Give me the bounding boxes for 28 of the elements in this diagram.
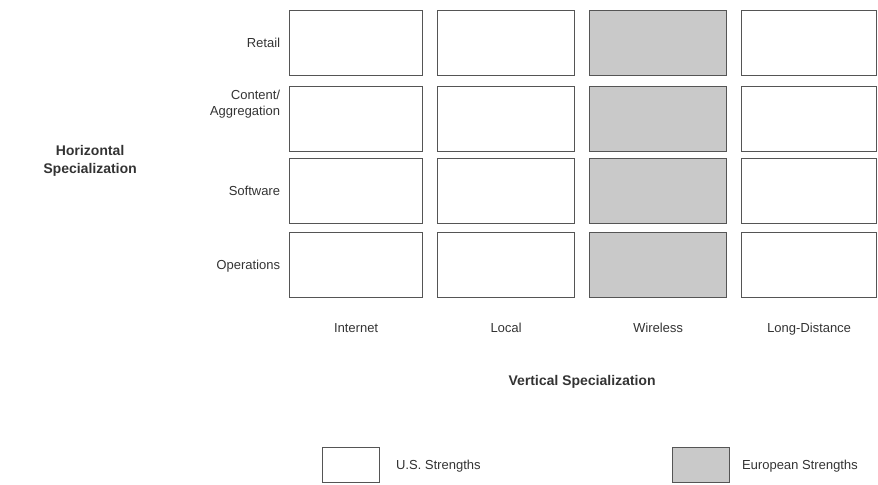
matrix-cell xyxy=(437,232,575,298)
column-label: Internet xyxy=(332,320,380,336)
column-label: Wireless xyxy=(632,320,684,336)
matrix-cell xyxy=(741,158,877,224)
legend-label: European Strengths xyxy=(742,457,858,473)
matrix-cell xyxy=(741,232,877,298)
column-label: Local xyxy=(489,320,523,336)
column-label: Long-Distance xyxy=(766,320,852,336)
row-label: Software xyxy=(228,183,280,199)
matrix-cell xyxy=(289,158,423,224)
matrix-cell xyxy=(589,232,727,298)
legend-label: U.S. Strengths xyxy=(396,457,481,473)
row-label: Operations xyxy=(215,257,280,273)
row-label: Retail xyxy=(246,35,280,51)
matrix-cell xyxy=(437,158,575,224)
matrix-cell xyxy=(589,86,727,152)
matrix-cell xyxy=(289,10,423,76)
matrix-cell xyxy=(437,10,575,76)
matrix-cell xyxy=(589,158,727,224)
matrix-cell xyxy=(741,86,877,152)
matrix-cell xyxy=(289,86,423,152)
matrix-cell xyxy=(437,86,575,152)
matrix-cell xyxy=(589,10,727,76)
axis-title: Vertical Specialization xyxy=(507,371,657,389)
axis-title: Horizontal Specialization xyxy=(42,141,138,177)
matrix-cell xyxy=(289,232,423,298)
row-label: Content/ Aggregation xyxy=(208,87,280,119)
matrix-cell xyxy=(741,10,877,76)
